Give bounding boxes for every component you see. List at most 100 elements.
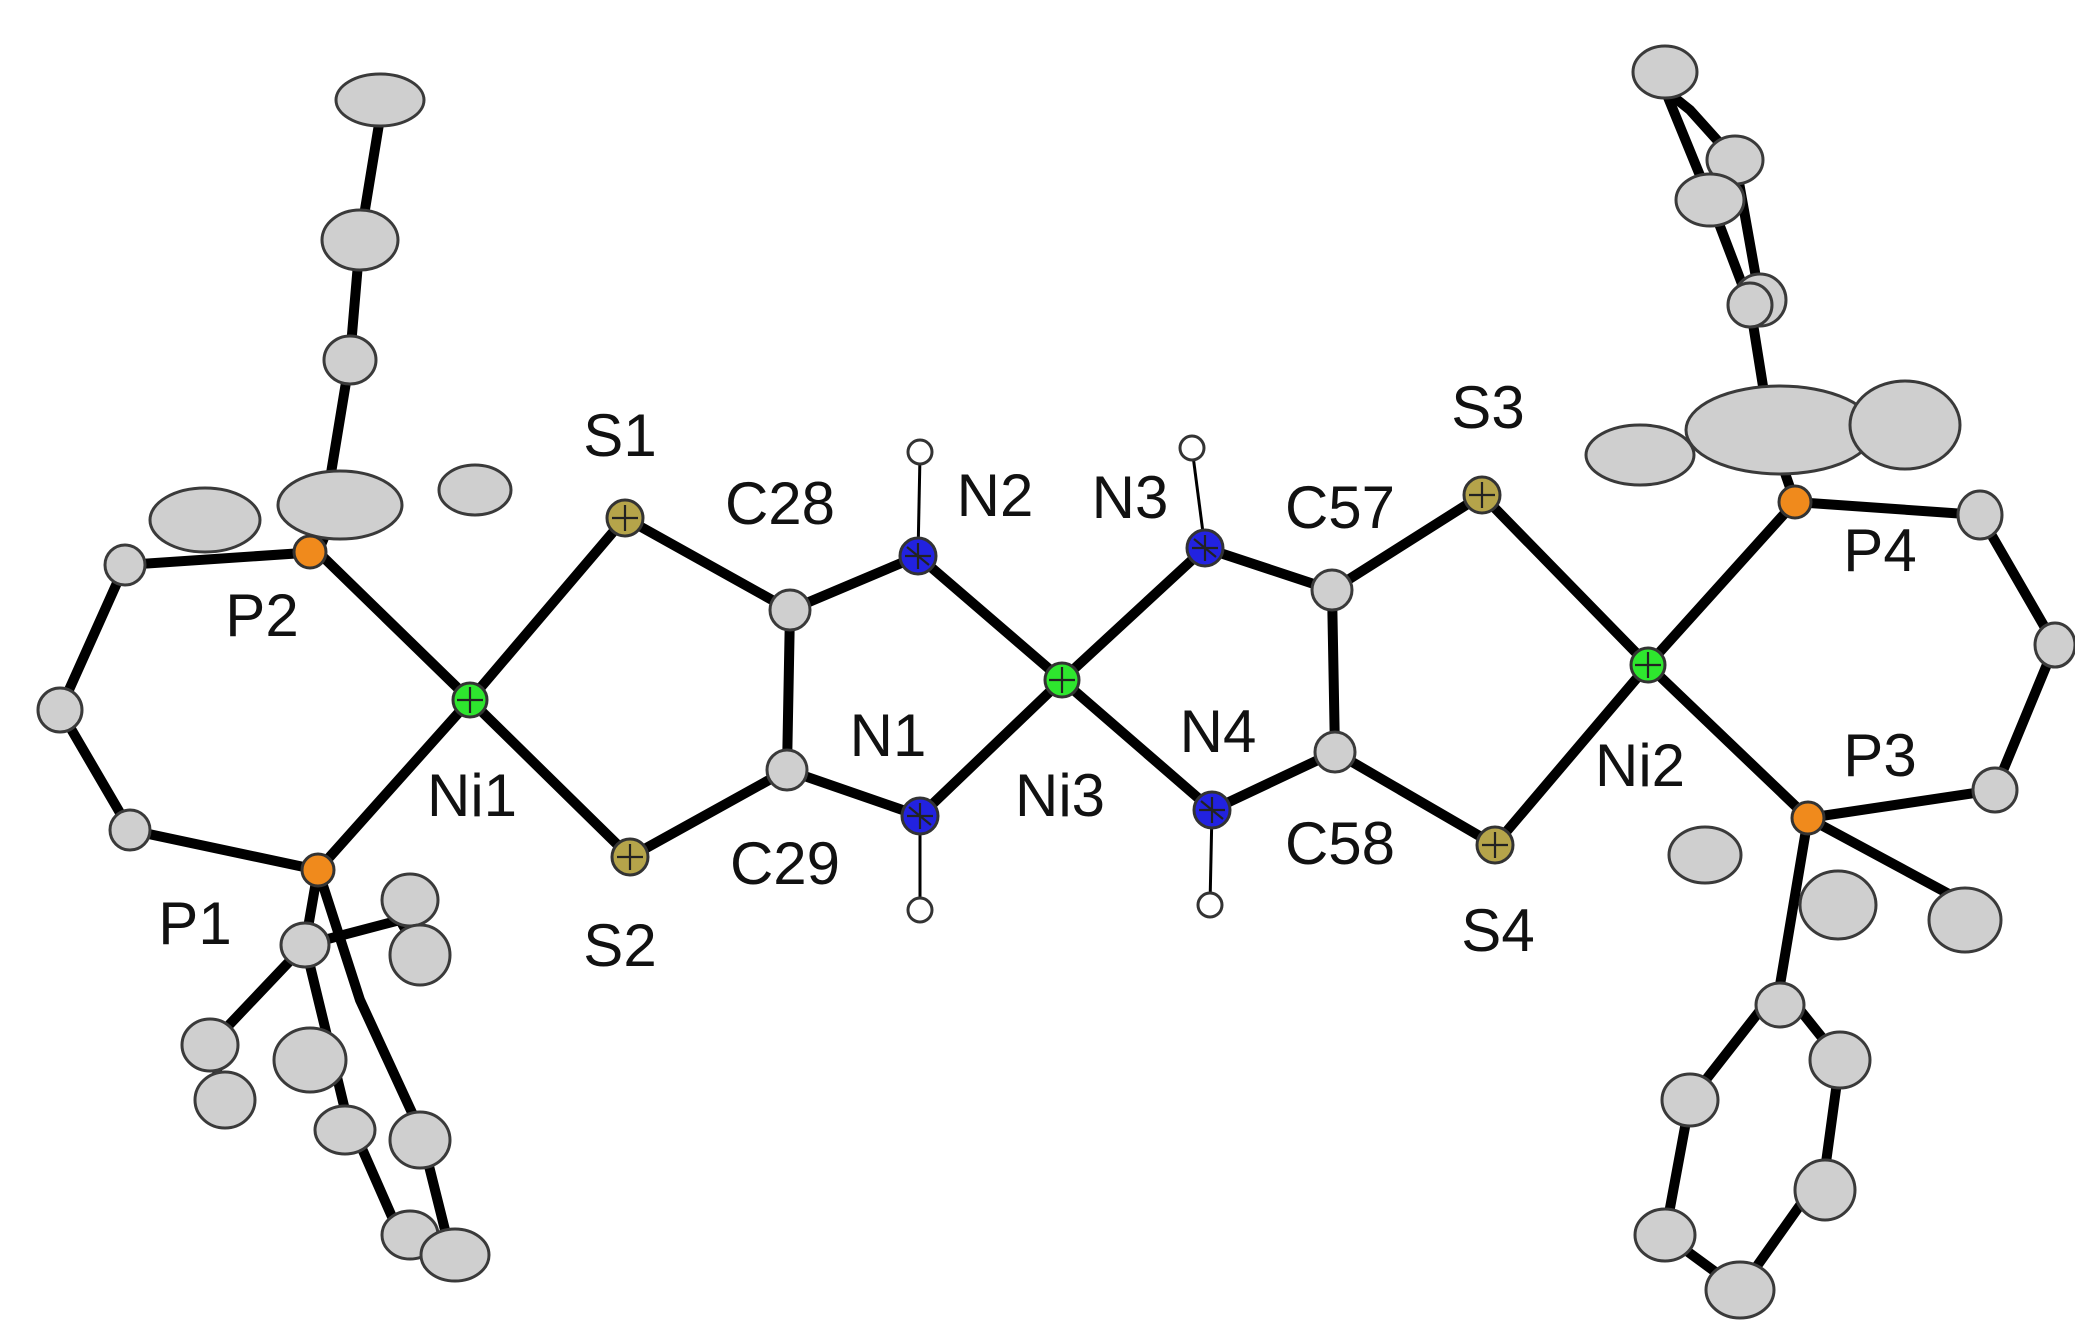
atom-carbon [1726, 281, 1774, 329]
label-c58: C58 [1285, 810, 1395, 877]
atom-carbon [1754, 981, 1806, 1029]
bond-c57-c58 [1327, 585, 1340, 757]
atom-carbon [1667, 825, 1743, 885]
atom-hydrogen [906, 438, 934, 466]
p4-phenyl-ring [1660, 85, 1765, 305]
atom-p2 [292, 534, 328, 570]
atom-carbon [334, 72, 426, 128]
atom-carbon [1704, 1260, 1776, 1320]
bond-ni2-p3 [1643, 660, 1813, 823]
atom-carbon [1798, 869, 1878, 941]
label-c57: C57 [1285, 474, 1395, 541]
atom-p1 [300, 852, 336, 888]
atom-p3 [1790, 800, 1826, 836]
atom-carbon [1927, 886, 2003, 954]
atom-carbon [388, 923, 452, 987]
p1-phenyl-d [300, 940, 445, 1245]
atom-carbon [103, 543, 147, 587]
label-p3: P3 [1843, 722, 1916, 789]
label-ni3: Ni3 [1015, 762, 1105, 829]
label-n4: N4 [1180, 698, 1257, 765]
label-s2: S2 [583, 912, 656, 979]
atom-carbon [108, 808, 152, 852]
atom-carbon [1633, 1207, 1697, 1263]
atom-hydrogen [1196, 891, 1224, 919]
atom-carbon [322, 334, 378, 386]
atom-c58 [1313, 730, 1357, 774]
p3-phenyl-side [1803, 813, 1965, 905]
label-n2: N2 [957, 462, 1034, 529]
atom-carbon [1956, 489, 2004, 541]
atom-hatching [457, 482, 1661, 870]
bond-ni1-p2 [313, 547, 475, 705]
atom-carbon [380, 872, 440, 928]
atom-carbon [1848, 379, 1962, 471]
atom-carbon [1660, 1072, 1720, 1128]
atom-labels: S1 S2 S3 S4 C28 C29 C57 C58 N1 N2 N3 N4 … [158, 374, 1916, 979]
bond-ni1-p1 [313, 695, 475, 875]
bond-c57-s3 [1327, 490, 1487, 595]
atom-carbon [1674, 172, 1746, 228]
atom-carbon [180, 1017, 240, 1073]
p2-phenyl-bond [313, 113, 385, 557]
left-phosphine-ligand [54, 113, 455, 1255]
bond-n3-c57 [1200, 543, 1337, 595]
bond-n1-ni3 [915, 675, 1067, 821]
right-phosphine-ligand [1659, 85, 2061, 1298]
label-n1: N1 [850, 702, 927, 769]
bond-c28-n2 [785, 551, 923, 615]
bond-ni3-n4 [1057, 675, 1217, 815]
atom-p4 [1777, 484, 1813, 520]
bond-c29-n1 [782, 765, 925, 821]
atom-carbon [313, 1104, 377, 1156]
bond-ni1-s2 [465, 695, 635, 862]
heteroatoms [292, 475, 1826, 888]
atom-carbon [279, 921, 331, 969]
label-s4: S4 [1461, 897, 1534, 964]
label-ni1: Ni1 [427, 762, 517, 829]
bond-c58-s4 [1330, 747, 1500, 850]
label-p1: P1 [158, 890, 231, 957]
atom-carbon [1793, 1158, 1857, 1222]
bond-s3-ni2 [1477, 490, 1653, 670]
atom-carbon [388, 1110, 452, 1170]
label-c29: C29 [730, 830, 840, 897]
atom-carbon [1684, 384, 1876, 476]
bond-c28-c29 [782, 605, 795, 775]
label-c28: C28 [725, 470, 835, 537]
atom-carbon [148, 486, 262, 554]
atom-carbon [1631, 44, 1699, 100]
label-p4: P4 [1843, 517, 1916, 584]
label-n3: N3 [1092, 464, 1169, 531]
atom-carbon [1584, 423, 1696, 487]
bond-ni1-s1 [465, 513, 630, 705]
label-ni2: Ni2 [1595, 732, 1685, 799]
atom-carbon [276, 469, 404, 541]
bond-ni3-n3 [1057, 543, 1210, 685]
atom-hydrogen [906, 896, 934, 924]
atom-carbon [419, 1227, 491, 1283]
core-bonds [313, 490, 1813, 875]
label-s1: S1 [583, 402, 656, 469]
atom-carbon [1808, 1030, 1872, 1090]
bond-n4-c58 [1207, 747, 1340, 815]
atom-carbon [320, 208, 400, 272]
atom-carbon [36, 686, 84, 734]
label-s3: S3 [1451, 374, 1524, 441]
bond-s1-c28 [620, 513, 795, 615]
atom-carbon [1971, 766, 2019, 814]
atom-c29 [765, 748, 809, 792]
backbone-right [1790, 497, 2061, 823]
bond-s2-c29 [625, 765, 792, 862]
hatch-group [457, 482, 1661, 870]
atom-carbon [437, 463, 513, 517]
atom-hydrogen [1178, 434, 1206, 462]
label-p2: P2 [225, 582, 298, 649]
bond-ni2-p4 [1643, 497, 1800, 670]
atom-carbon [272, 1026, 348, 1094]
atom-c28 [768, 588, 812, 632]
bond-n2-ni3 [913, 551, 1067, 685]
carbon-atoms [36, 44, 2075, 1320]
atom-carbon [2033, 621, 2075, 669]
